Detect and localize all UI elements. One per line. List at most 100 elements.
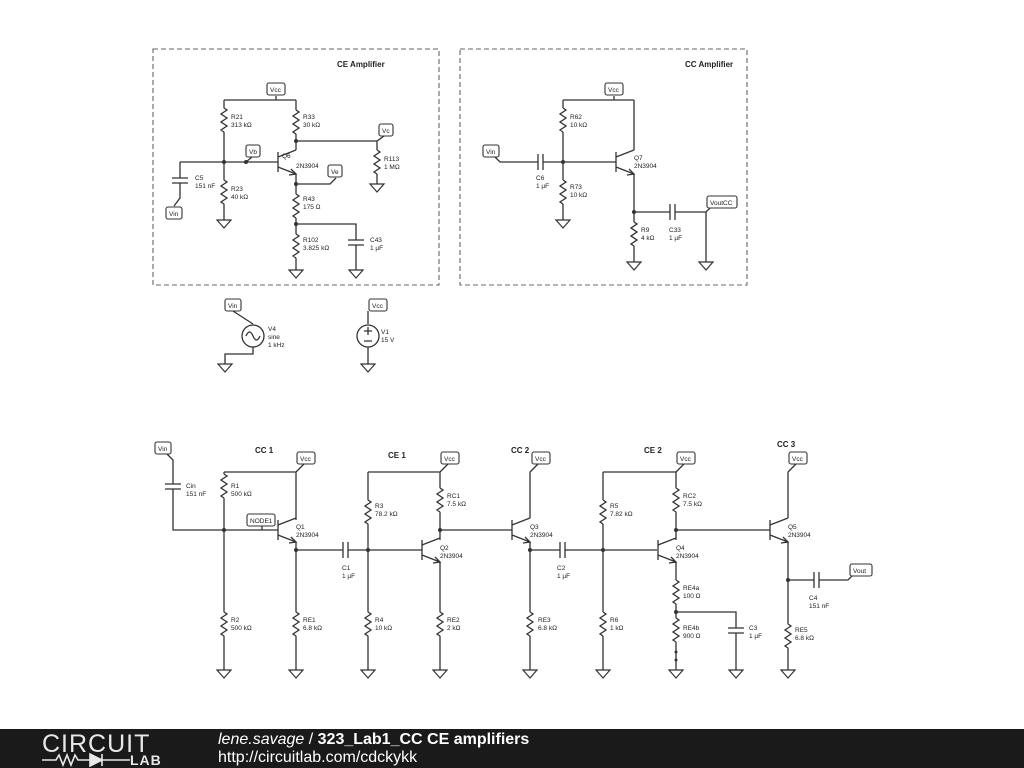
RE4a-name: RE4a [683,585,700,592]
R113-value: 1 MΩ [384,164,400,171]
svg-text:Vin: Vin [228,303,238,310]
cc-vin-tag: Vin [482,144,500,158]
Q5-name: Q5 [788,524,797,531]
Q3-name: Q3 [530,524,539,531]
cc3-vcc-tag: Vcc [788,451,808,465]
R6-name: R6 [610,617,619,624]
Cin-name: Cin [186,483,196,490]
RE1-value: 6.8 kΩ [303,625,322,632]
R73-name: R73 [570,184,582,191]
R2-name: R2 [231,617,240,624]
v1-vcc-tag: Vcc [368,298,388,312]
Q7-name: Q7 [634,155,643,162]
C43-value: 1 µF [370,245,383,252]
circuitlab-logo[interactable]: CIRCUIT LAB [42,731,182,767]
R1-name: R1 [231,483,240,490]
C2-value: 1 µF [557,573,570,580]
Q7-value: 2N3904 [634,163,657,170]
C4-value: 151 nF [809,603,829,610]
ce2-vcc-tag: Vcc [676,451,696,465]
R43-name: R43 [303,196,315,203]
R5-name: R5 [610,503,619,510]
C33-value: 1 µF [669,235,682,242]
RE2-value: 2 kΩ [447,625,461,632]
project-title: lene.savage / 323_Lab1_CC CE amplifiers [218,731,529,749]
cascade-vin-tag: Vin [154,441,172,455]
R6-value: 1 kΩ [610,625,624,632]
RE4b-name: RE4b [683,625,700,632]
R4-name: R4 [375,617,384,624]
svg-text:Vout: Vout [853,568,866,575]
svg-text:Vin: Vin [169,211,179,218]
source-v4: Vin V4 sine 1 kHz [217,298,285,373]
stage-cc3-label: CC 3 [777,440,796,449]
cc-vcc-tag: Vcc [604,82,624,96]
svg-text:Vb: Vb [249,149,257,156]
svg-text:Vcc: Vcc [792,456,804,463]
C5-name: C5 [195,175,204,182]
svg-text:Ve: Ve [331,169,339,176]
ce-vcc-tag: Vcc [266,82,286,96]
Q3-value: 2N3904 [530,532,553,539]
R9-value: 4 kΩ [641,235,655,242]
C6-value: 1 µF [536,183,549,190]
Q2-value: 2N3904 [440,553,463,560]
R23-value: 40 kΩ [231,194,248,201]
V4-value: sine [268,334,280,341]
svg-text:Vin: Vin [486,149,496,156]
RE3-value: 6.8 kΩ [538,625,557,632]
RC1-value: 7.5 kΩ [447,501,466,508]
cc-amplifier-frame [459,48,748,286]
cc-amplifier-block: CC Amplifier R62 10 kΩ C6 1 µF R73 10 kΩ… [459,48,748,286]
stage-ce1-label: CE 1 [388,451,406,460]
R102-value: 3.825 kΩ [303,245,329,252]
v4-vin-tag: Vin [224,298,242,312]
R43-value: 175 Ω [303,204,321,211]
vout-tag: Vout [849,563,873,577]
logo-resistor-icon [42,752,130,767]
V4-name: V4 [268,326,276,333]
RE5-value: 6.8 kΩ [795,635,814,642]
R62-value: 10 kΩ [570,122,587,129]
stage-ce2-label: CE 2 [644,446,662,455]
svg-text:Vcc: Vcc [372,303,384,310]
V1-name: V1 [381,329,389,336]
R3-name: R3 [375,503,384,510]
R62-name: R62 [570,114,582,121]
RE4a-value: 100 Ω [683,593,701,600]
cc1-vcc-tag: Vcc [296,451,316,465]
svg-text:Vc: Vc [382,128,390,135]
ce-amplifier-block: CE Amplifier R21 313 kΩ R33 30 kΩ C5 151… [152,48,440,286]
stage-cc1-label: CC 1 [255,446,274,455]
R33-value: 30 kΩ [303,122,320,129]
RE5-name: RE5 [795,627,808,634]
Q1-name: Q1 [296,524,305,531]
cc-voutcc-tag: VoutCC [706,195,738,209]
RE2-name: RE2 [447,617,460,624]
Q6-value: 2N3904 [296,163,319,170]
project-name: 323_Lab1_CC CE amplifiers [317,731,530,748]
RE4b-value: 900 Ω [683,633,701,640]
C3-value: 1 µF [749,633,762,640]
project-url-link[interactable]: http://circuitlab.com/cdckykk [218,749,418,766]
svg-text:Vcc: Vcc [535,456,547,463]
R3-value: 78.2 kΩ [375,511,398,518]
Q6-name: Q6 [282,153,291,160]
RC1-name: RC1 [447,493,460,500]
svg-text:Vcc: Vcc [444,456,456,463]
R1-value: 500 kΩ [231,491,252,498]
R113-name: R113 [384,156,399,163]
ce-amplifier-title: CE Amplifier [337,60,385,69]
source-v1: Vcc V1 15 V [356,298,395,373]
footer-bar: CIRCUIT LAB lene.savage / 323_Lab1_CC CE… [0,729,1024,768]
node1-tag: NODE1 [246,513,276,527]
C4-name: C4 [809,595,818,602]
R2-value: 500 kΩ [231,625,252,632]
project-user-link[interactable]: lene.savage [218,731,305,748]
C5-value: 151 nF [195,183,215,190]
RE3-name: RE3 [538,617,551,624]
Cin-value: 151 nF [186,491,206,498]
R21-name: R21 [231,114,243,121]
schematic-canvas: CE Amplifier R21 313 kΩ R33 30 kΩ C5 151… [152,48,873,679]
RE1-name: RE1 [303,617,316,624]
